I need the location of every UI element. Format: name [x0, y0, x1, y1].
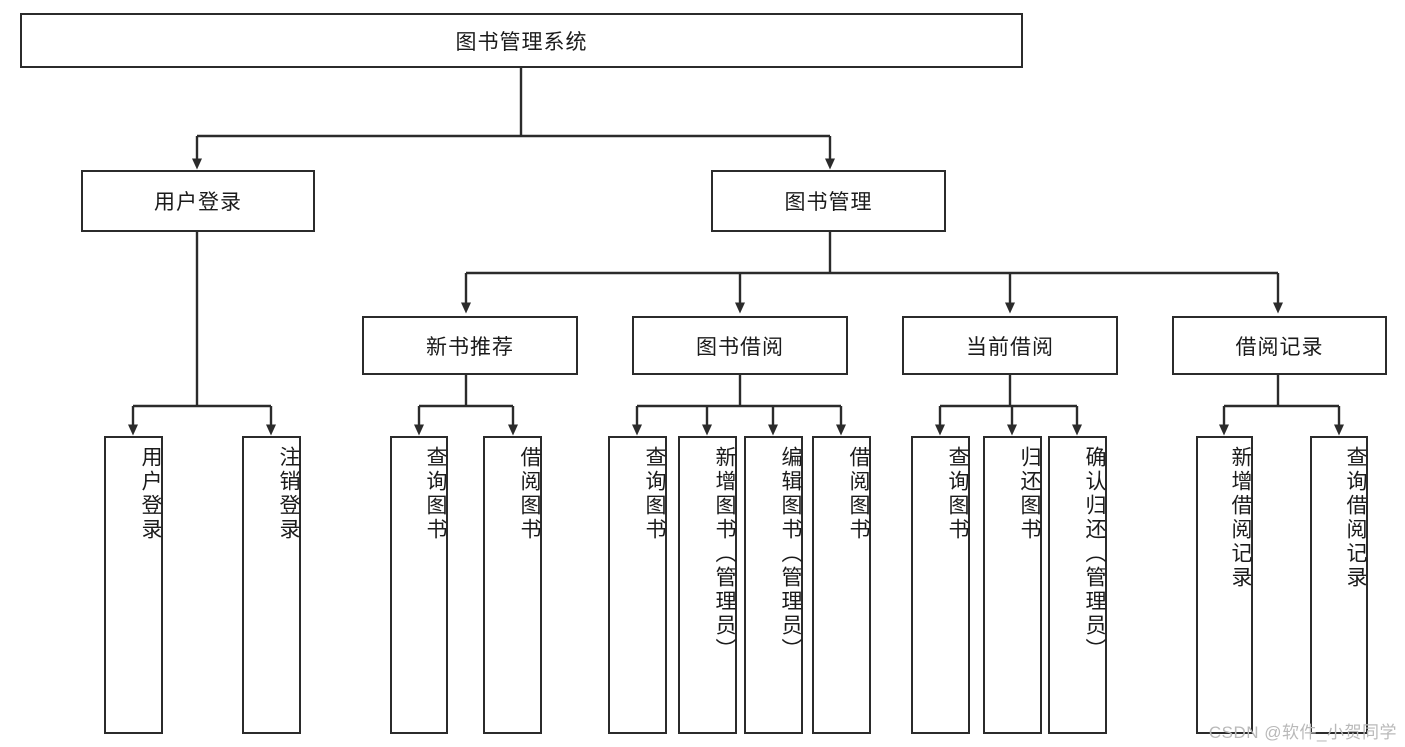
leaf-query-book-current[interactable]: 查询图书	[911, 436, 970, 734]
leaf-return-book[interactable]: 归还图书	[983, 436, 1042, 734]
csdn-watermark: CSDN @软件_小贺同学	[1208, 723, 1397, 742]
leaf-edit-book-admin[interactable]: 编辑图书（管理员）	[744, 436, 803, 734]
leaf-borrow-book-recommend[interactable]: 借阅图书	[483, 436, 542, 734]
node-current-borrow[interactable]: 当前借阅	[902, 316, 1118, 375]
node-root-system[interactable]: 图书管理系统	[20, 13, 1023, 68]
leaf-add-book-admin[interactable]: 新增图书（管理员）	[678, 436, 737, 734]
node-book-borrow[interactable]: 图书借阅	[632, 316, 848, 375]
leaf-user-login[interactable]: 用户登录	[104, 436, 163, 734]
node-borrow-record[interactable]: 借阅记录	[1172, 316, 1387, 375]
leaf-query-borrow-record[interactable]: 查询借阅记录	[1310, 436, 1368, 734]
leaf-confirm-return-admin[interactable]: 确认归还（管理员）	[1048, 436, 1107, 734]
node-book-management[interactable]: 图书管理	[711, 170, 946, 232]
node-user-login[interactable]: 用户登录	[81, 170, 315, 232]
leaf-query-book-recommend[interactable]: 查询图书	[390, 436, 448, 734]
node-new-book-recommend[interactable]: 新书推荐	[362, 316, 578, 375]
leaf-add-borrow-record[interactable]: 新增借阅记录	[1196, 436, 1253, 734]
leaf-query-book-borrow[interactable]: 查询图书	[608, 436, 667, 734]
leaf-borrow-book[interactable]: 借阅图书	[812, 436, 871, 734]
leaf-logout[interactable]: 注销登录	[242, 436, 301, 734]
